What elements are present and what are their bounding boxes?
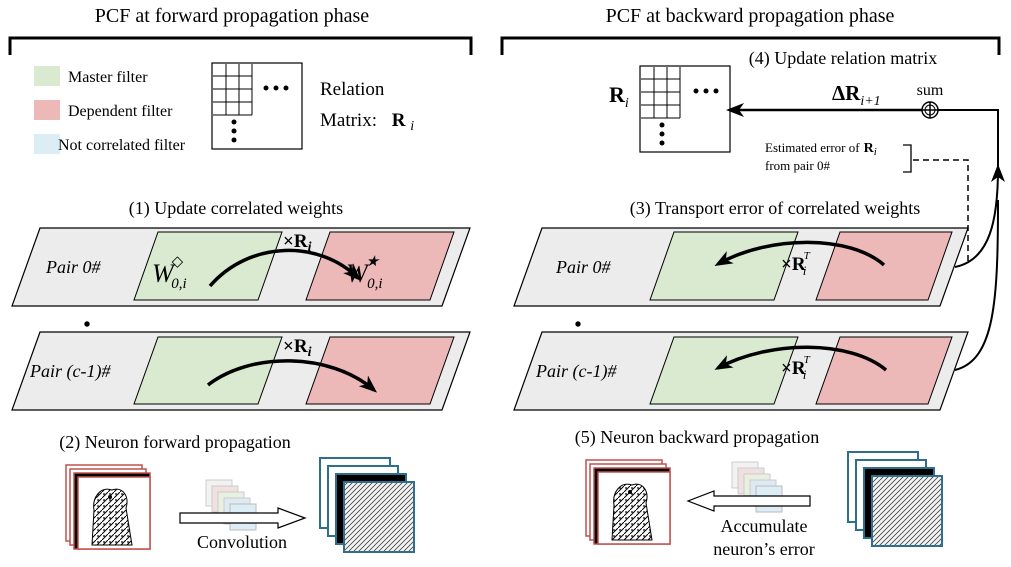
left-pair0-master-filter [133, 231, 283, 301]
sum-node-icon [921, 101, 939, 119]
left-forward-arrow [179, 507, 307, 529]
left-input-image-stack [65, 464, 151, 550]
right-pairlast-label: Pair (c-1)# [535, 361, 617, 382]
left-pair0-arrow [208, 248, 361, 288]
relation-label-line1: Relation [320, 79, 385, 100]
right-pair0-arrow [714, 240, 886, 267]
step1-title: (1) Update correlated weights [129, 198, 343, 219]
estimated-error-bracket [903, 144, 912, 173]
legend-master-label: Master filter [68, 69, 148, 86]
left-panel-title: PCF at forward propagation phase [95, 5, 370, 27]
left-pair0-multiplier: ×Ri [283, 231, 312, 255]
right-pair0-dependent-filter [815, 231, 953, 301]
right-conv-kernels [731, 461, 783, 513]
left-pair0-w-master: W◇0,i [152, 254, 187, 292]
feedback-loop-line [938, 109, 999, 178]
left-output-feature-stack [319, 457, 415, 553]
right-relation-matrix-icon [639, 65, 731, 153]
step4-title: (4) Update relation matrix [749, 48, 937, 69]
left-pairlast-label: Pair (c-1)# [29, 361, 111, 382]
right-relation-symbol: Ri [609, 82, 629, 111]
left-pairlast-master-filter [133, 336, 283, 405]
right-pairlast-arrow [714, 345, 888, 372]
left-pair0-dependent-filter [305, 231, 455, 301]
estimated-error-line2: from pair 0# [765, 158, 830, 173]
left-conv-kernels [205, 479, 257, 531]
legend-notcorrelated-label: Not correlated filter [58, 137, 186, 154]
accumulate-label-line1: Accumulate [721, 516, 808, 536]
right-pairlast-master-filter [649, 336, 799, 405]
sum-label: sum [917, 82, 944, 99]
right-backward-arrow [686, 490, 811, 512]
right-pair0-master-filter [649, 231, 799, 301]
left-title-bracket [8, 36, 473, 55]
right-pair0-label: Pair 0# [555, 257, 612, 277]
step2-title: (2) Neuron forward propagation [59, 432, 290, 453]
accumulate-label-line2: neuron’s error [713, 539, 814, 559]
feedback-from-pair0 [954, 164, 1005, 268]
delta-r-label: ΔRi+1 [832, 81, 881, 109]
convolution-label: Convolution [197, 532, 287, 552]
step3-title: (3) Transport error of correlated weight… [630, 198, 920, 219]
legend-dependent-label: Dependent filter [68, 103, 173, 120]
right-title-bracket [500, 36, 1001, 55]
left-pairlast-multiplier: ×Ri [283, 336, 312, 360]
left-pairlast-arrow [206, 359, 378, 393]
left-pairlast-dependent-filter [305, 336, 455, 405]
left-pair0-label: Pair 0# [45, 257, 102, 277]
relation-label-line2: Matrix: R i [320, 110, 414, 134]
relation-matrix-icon [211, 62, 303, 150]
feedback-from-pairlast [954, 199, 999, 371]
step5-title: (5) Neuron backward propagation [575, 427, 819, 448]
right-output-feature-stack [847, 451, 943, 547]
right-input-image-stack [585, 459, 671, 545]
legend-notcorrelated-swatch [34, 134, 60, 154]
right-panel-title: PCF at backward propagation phase [606, 5, 895, 27]
legend-master-swatch [34, 66, 60, 86]
legend-dependent-swatch [34, 100, 60, 120]
